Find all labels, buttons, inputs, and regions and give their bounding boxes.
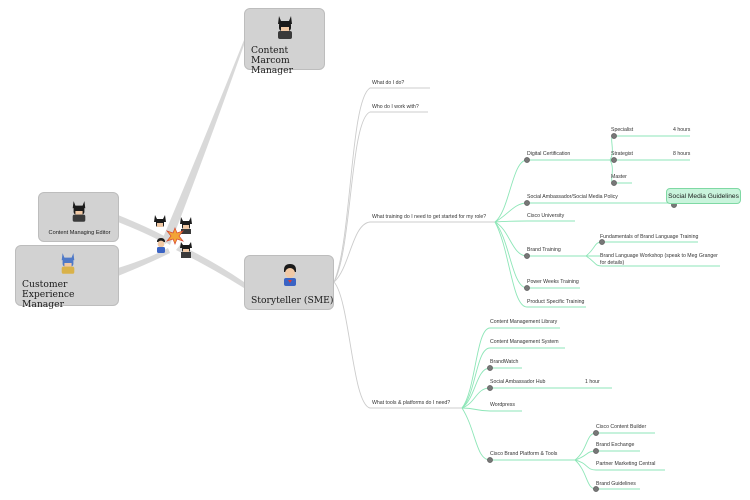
tool-social-ambassador-hub[interactable]: Social Ambassador Hub <box>490 379 545 385</box>
card-title: Content Marcom Manager <box>251 45 293 77</box>
node-dot <box>611 133 617 139</box>
topic-digital-certification[interactable]: Digital Certification <box>527 151 570 157</box>
topic-social-ambassador-policy[interactable]: Social Ambassador/Social Media Policy <box>527 194 618 200</box>
time-hub: 1 hour <box>585 379 600 385</box>
node-dot <box>593 448 599 454</box>
card-content-managing-editor[interactable]: Content Managing Editor <box>38 192 119 242</box>
tool-cm-library[interactable]: Content Management Library <box>490 319 558 325</box>
tools-labels: Content Management Library Content Manag… <box>490 319 655 487</box>
topic-power-weeks[interactable]: Power Weeks Training <box>527 279 579 285</box>
topic-strategist[interactable]: Strategist <box>611 151 633 157</box>
batman-icon <box>278 16 292 39</box>
question-what-do-i-do[interactable]: What do I do? <box>372 80 404 86</box>
hero-group-icon <box>154 215 192 258</box>
question-labels: What do I do? Who do I work with? What t… <box>372 80 486 406</box>
node-dot <box>487 457 493 463</box>
card-connectors <box>118 40 244 288</box>
card-title: Storyteller (SME) <box>251 295 334 306</box>
node-dot <box>524 253 530 259</box>
card-title: Customer Experience Manager <box>22 279 75 311</box>
node-dot <box>487 365 493 371</box>
question-who-work-with[interactable]: Who do I work with? <box>372 104 419 110</box>
time-strategist: 8 hours <box>673 151 691 157</box>
tool-wordpress[interactable]: Wordpress <box>490 402 515 408</box>
training-labels: Digital Certification Specialist 4 hours… <box>527 127 718 305</box>
topic-specialist[interactable]: Specialist <box>611 127 634 133</box>
tool-cisco-brand-platform[interactable]: Cisco Brand Platform & Tools <box>490 451 558 457</box>
card-customer-experience-manager[interactable]: Customer Experience Manager <box>15 245 119 310</box>
node-dot <box>524 157 530 163</box>
card-content-marcom-manager[interactable]: Content Marcom Manager <box>244 8 325 76</box>
node-dot <box>524 285 530 291</box>
tool-brand-exchange[interactable]: Brand Exchange <box>596 442 634 448</box>
topic-brand-language-workshop-line2: for details) <box>600 260 624 266</box>
node-dot <box>524 200 530 206</box>
node-dot <box>599 239 605 245</box>
topic-master[interactable]: Master <box>611 174 627 180</box>
topic-product-specific[interactable]: Product Specific Training <box>527 299 584 305</box>
topic-fundamentals-brand-language[interactable]: Fundamentals of Brand Language Training <box>600 234 698 240</box>
batman-icon <box>154 215 166 227</box>
card-storyteller-sme[interactable]: Storyteller (SME) <box>244 255 334 310</box>
topic-brand-language-workshop[interactable]: Brand Language Workshop (speak to Meg Gr… <box>600 253 718 259</box>
tool-partner-marketing-central[interactable]: Partner Marketing Central <box>596 461 655 467</box>
superman-icon <box>284 264 296 286</box>
tool-cisco-content-builder[interactable]: Cisco Content Builder <box>596 424 646 430</box>
hero-icon <box>61 253 75 274</box>
node-dot <box>611 157 617 163</box>
card-title: Content Managing Editor <box>48 230 111 236</box>
burst-icon <box>165 227 185 245</box>
node-dots <box>487 133 677 492</box>
tool-brandwatch[interactable]: BrandWatch <box>490 359 518 365</box>
batman-icon <box>180 242 192 258</box>
tool-brand-guidelines[interactable]: Brand Guidelines <box>596 481 636 487</box>
node-dot <box>593 430 599 436</box>
tool-cm-system[interactable]: Content Management System <box>490 339 559 345</box>
node-dot <box>593 486 599 492</box>
question-tools[interactable]: What tools & platforms do I need? <box>372 400 450 406</box>
question-training[interactable]: What training do I need to get started f… <box>372 214 486 220</box>
topic-cisco-university[interactable]: Cisco University <box>527 213 565 219</box>
social-media-guidelines-label: Social Media Guidelines <box>668 192 739 200</box>
superman-icon <box>157 238 165 253</box>
topic-brand-training[interactable]: Brand Training <box>527 247 561 253</box>
node-dot <box>487 385 493 391</box>
question-branches <box>333 87 495 409</box>
batman-icon <box>72 201 86 222</box>
batman-icon <box>180 217 192 234</box>
node-dot <box>611 180 617 186</box>
time-specialist: 4 hours <box>673 127 691 133</box>
social-media-guidelines-topic[interactable]: Social Media Guidelines <box>666 188 741 204</box>
